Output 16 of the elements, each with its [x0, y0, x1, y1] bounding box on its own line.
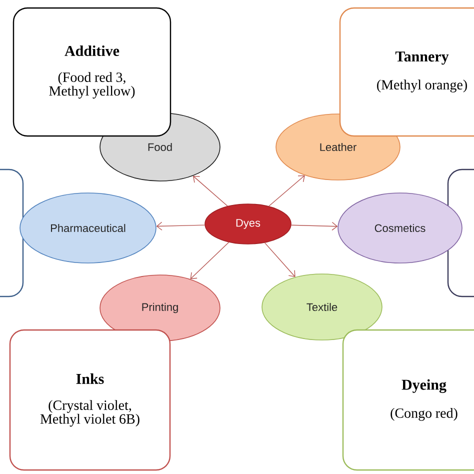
arrow: [192, 176, 228, 206]
arrow: [268, 175, 305, 206]
ellipse-node: Textile: [262, 274, 382, 340]
arrow: [190, 242, 230, 280]
text-box: Additive (Food red 3, Methyl yellow): [12, 7, 172, 137]
text-box: Tannery (Methyl orange): [339, 7, 474, 137]
arrow: [290, 222, 338, 231]
text-box: Dyeing (Congo red): [342, 329, 474, 471]
ellipse-node: Printing: [100, 274, 220, 342]
arrow: [264, 242, 296, 278]
text-box: Inks (Crystal violet, Methyl violet 6B): [9, 329, 171, 471]
arrow: [156, 222, 206, 230]
box: [0, 168, 24, 298]
ellipse-node: Pharmaceutical: [20, 192, 156, 264]
ellipse-node: Dyes: [204, 204, 292, 244]
ellipse-node: Cosmetics: [338, 192, 462, 264]
